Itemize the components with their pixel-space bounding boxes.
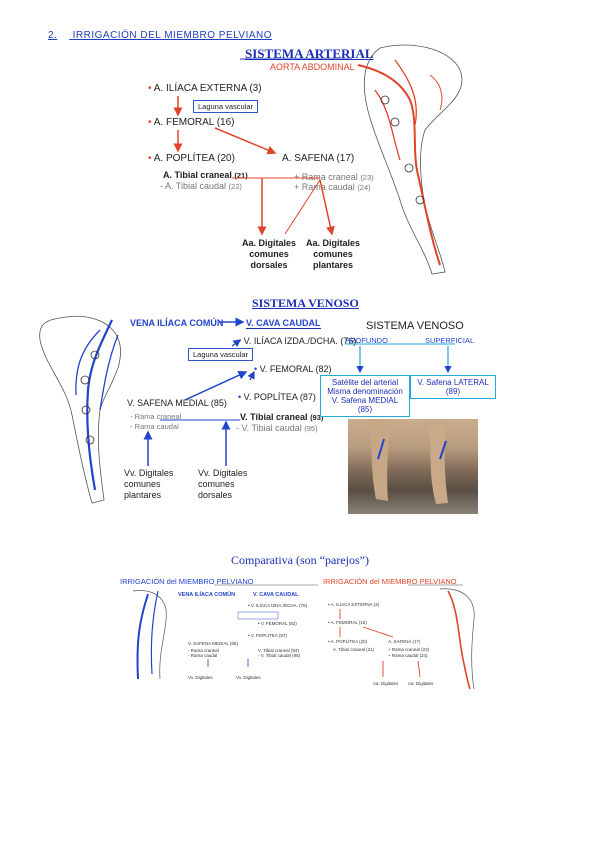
svg-text:A. Tibial craneal (21): A. Tibial craneal (21) — [333, 647, 375, 652]
svg-text:+ Rama caudal (24): + Rama caudal (24) — [388, 653, 428, 658]
svg-text:• V. ILÍACA IZDA./DCHA. (76): • V. ILÍACA IZDA./DCHA. (76) — [248, 602, 308, 608]
svg-text:V. CAVA CAUDAL: V. CAVA CAUDAL — [253, 592, 299, 598]
svg-text:Aa. Digitales: Aa. Digitales — [408, 681, 434, 686]
svg-text:A. SAFENA (17): A. SAFENA (17) — [388, 639, 421, 644]
comparativa-diagram: VENA ILÍACA COMÚN V. CAVA CAUDAL • V. IL… — [118, 579, 478, 691]
leg-photo-shapes — [348, 419, 478, 514]
svg-text:• V. POPLÍTEA (87): • V. POPLÍTEA (87) — [248, 632, 287, 638]
svg-text:V. SAFENA MEDIAL (85): V. SAFENA MEDIAL (85) — [188, 641, 238, 646]
svg-text:VENA ILÍACA COMÚN: VENA ILÍACA COMÚN — [178, 590, 235, 598]
profundo-box: Satélite del arterial Misma denominación… — [320, 375, 410, 417]
leg-photo — [348, 419, 478, 514]
svg-text:• V. FEMORAL (82): • V. FEMORAL (82) — [258, 621, 297, 626]
superficial-box: V. Safena LATERAL (89) — [410, 375, 496, 399]
superficial-line1: V. Safena LATERAL — [415, 378, 491, 387]
profundo-line3: V. Safena MEDIAL — [325, 396, 405, 405]
superficial-line2: (89) — [415, 387, 491, 396]
profundo-line4: (85) — [325, 405, 405, 414]
comparativa-panel: IRRIGACIÓN del MIEMBRO PELVIANO IRRIGACI… — [118, 579, 478, 691]
svg-text:- Rama caudal: - Rama caudal — [188, 653, 217, 658]
profundo-line1: Satélite del arterial — [325, 378, 405, 387]
svg-text:Vv. Digitales: Vv. Digitales — [188, 675, 213, 680]
svg-text:- V. Tibial caudal (95): - V. Tibial caudal (95) — [258, 653, 301, 658]
svg-text:Aa. Digitales: Aa. Digitales — [373, 681, 399, 686]
svg-text:+ Rama craneal (23): + Rama craneal (23) — [388, 647, 430, 652]
svg-text:• A. FEMORAL (16): • A. FEMORAL (16) — [328, 620, 367, 625]
svg-text:Vv. Digitales: Vv. Digitales — [236, 675, 261, 680]
comparativa-title: Comparativa (son “parejos”) — [0, 553, 600, 568]
svg-text:• A. POPLÍTEA (20): • A. POPLÍTEA (20) — [328, 638, 368, 644]
svg-text:• A. ILÍACA EXTERNA (3): • A. ILÍACA EXTERNA (3) — [328, 601, 380, 607]
profundo-line2: Misma denominación — [325, 387, 405, 396]
